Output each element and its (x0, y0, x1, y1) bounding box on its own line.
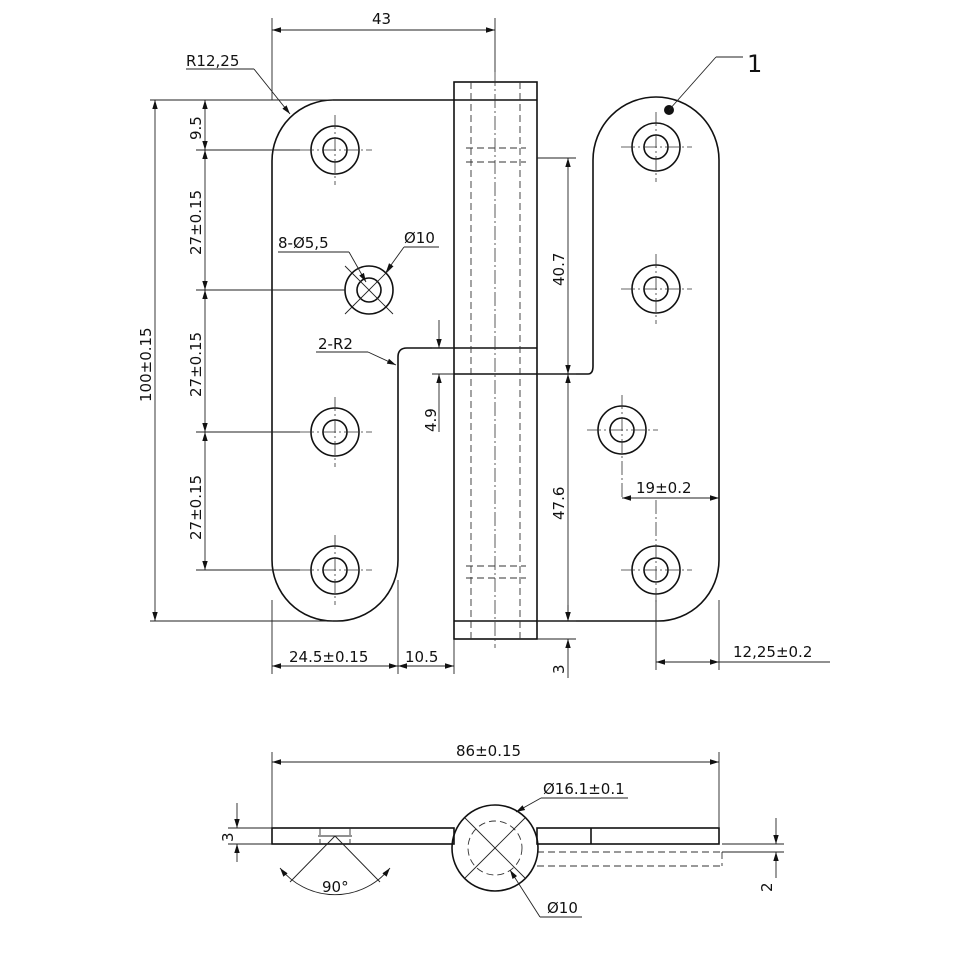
dim-leaf-width-label: 24.5±0.15 (289, 648, 368, 666)
dim-width-top-label: 43 (372, 10, 391, 28)
left-hole-1 (300, 115, 372, 185)
left-hole-2 (344, 265, 394, 315)
dim-hole-pitch-1-label: 27±0.15 (187, 190, 205, 255)
dim-pin-diameter-label: Ø16.1±0.1 (543, 780, 625, 798)
left-leaf-outline (271, 99, 454, 622)
side-pin (451, 804, 539, 892)
dim-hole-pitch-2-label: 27±0.15 (187, 332, 205, 397)
dim-total-width: 86±0.15 (271, 742, 720, 828)
dim-pin-inner-label: Ø10 (547, 899, 578, 917)
dim-pin-diameter: Ø16.1±0.1 (515, 780, 628, 813)
part-number-label: 1 (747, 50, 762, 78)
dim-pin-inner: Ø10 (509, 869, 582, 918)
side-right-plate (536, 827, 720, 845)
dim-holes-label: 8-Ø5,5 (278, 234, 329, 252)
dim-thickness-label: 3 (219, 832, 237, 842)
dim-hole-offset: 19±0.2 (622, 479, 719, 501)
dim-angle: 90° (279, 835, 391, 896)
dim-bottom-left: 24.5±0.15 10.5 (271, 580, 455, 674)
dim-hole-offset-label: 19±0.2 (636, 479, 692, 497)
dim-offset-label: 2 (758, 882, 776, 892)
right-hole-3 (587, 395, 658, 500)
right-hole-1 (621, 112, 692, 182)
dim-total-width-label: 86±0.15 (456, 742, 521, 760)
dim-offset: 2 (722, 818, 784, 892)
dim-hole-callouts: 8-Ø5,5 Ø10 (278, 229, 439, 283)
dim-gap-label: 4.9 (422, 408, 440, 432)
right-hole-2 (621, 254, 692, 324)
left-hole-3 (300, 397, 372, 467)
dim-gap: 4.9 (422, 320, 454, 432)
dim-counterbore-label: Ø10 (404, 229, 435, 247)
dim-edge-offset-label: 12,25±0.2 (733, 643, 812, 661)
dim-top-offset-label: 9.5 (187, 116, 205, 140)
dim-fillet: 2-R2 (316, 335, 397, 366)
dim-thickness: 3 (219, 803, 272, 862)
knuckle-column (453, 72, 538, 648)
dim-width-top: 43 (271, 10, 496, 100)
dim-left-chain: 9.5 27±0.15 27±0.15 27±0.15 (150, 99, 345, 622)
dim-total-height-label: 100±0.15 (137, 327, 155, 402)
dim-corner-radius: R12,25 (186, 52, 291, 115)
part-balloon: 1 (664, 50, 762, 115)
dim-upper-knuckle-label: 40.7 (550, 253, 568, 286)
right-leaf-outline (537, 96, 720, 622)
dim-hole-pitch-3-label: 27±0.15 (187, 475, 205, 540)
right-hole-4 (621, 500, 692, 605)
side-left-plate (271, 827, 455, 845)
left-hole-4 (300, 535, 372, 605)
dim-fillet-label: 2-R2 (318, 335, 353, 353)
dim-knuckles: 40.7 47.6 3 (537, 157, 576, 678)
dim-edge-offset: 12,25±0.2 (655, 600, 830, 670)
dim-bottom-gap-label: 3 (550, 664, 568, 674)
dim-angle-label: 90° (322, 878, 349, 896)
dim-lower-knuckle-label: 47.6 (550, 487, 568, 520)
side-view: 90° 86±0.15 Ø16.1±0.1 Ø10 3 (219, 742, 784, 918)
dim-knuckle-offset-label: 10.5 (405, 648, 438, 666)
dim-corner-radius-label: R12,25 (186, 52, 239, 70)
dim-total-height: 100±0.15 (137, 100, 158, 621)
front-view: 1 43 R12,25 9.5 27±0.15 (137, 10, 830, 678)
